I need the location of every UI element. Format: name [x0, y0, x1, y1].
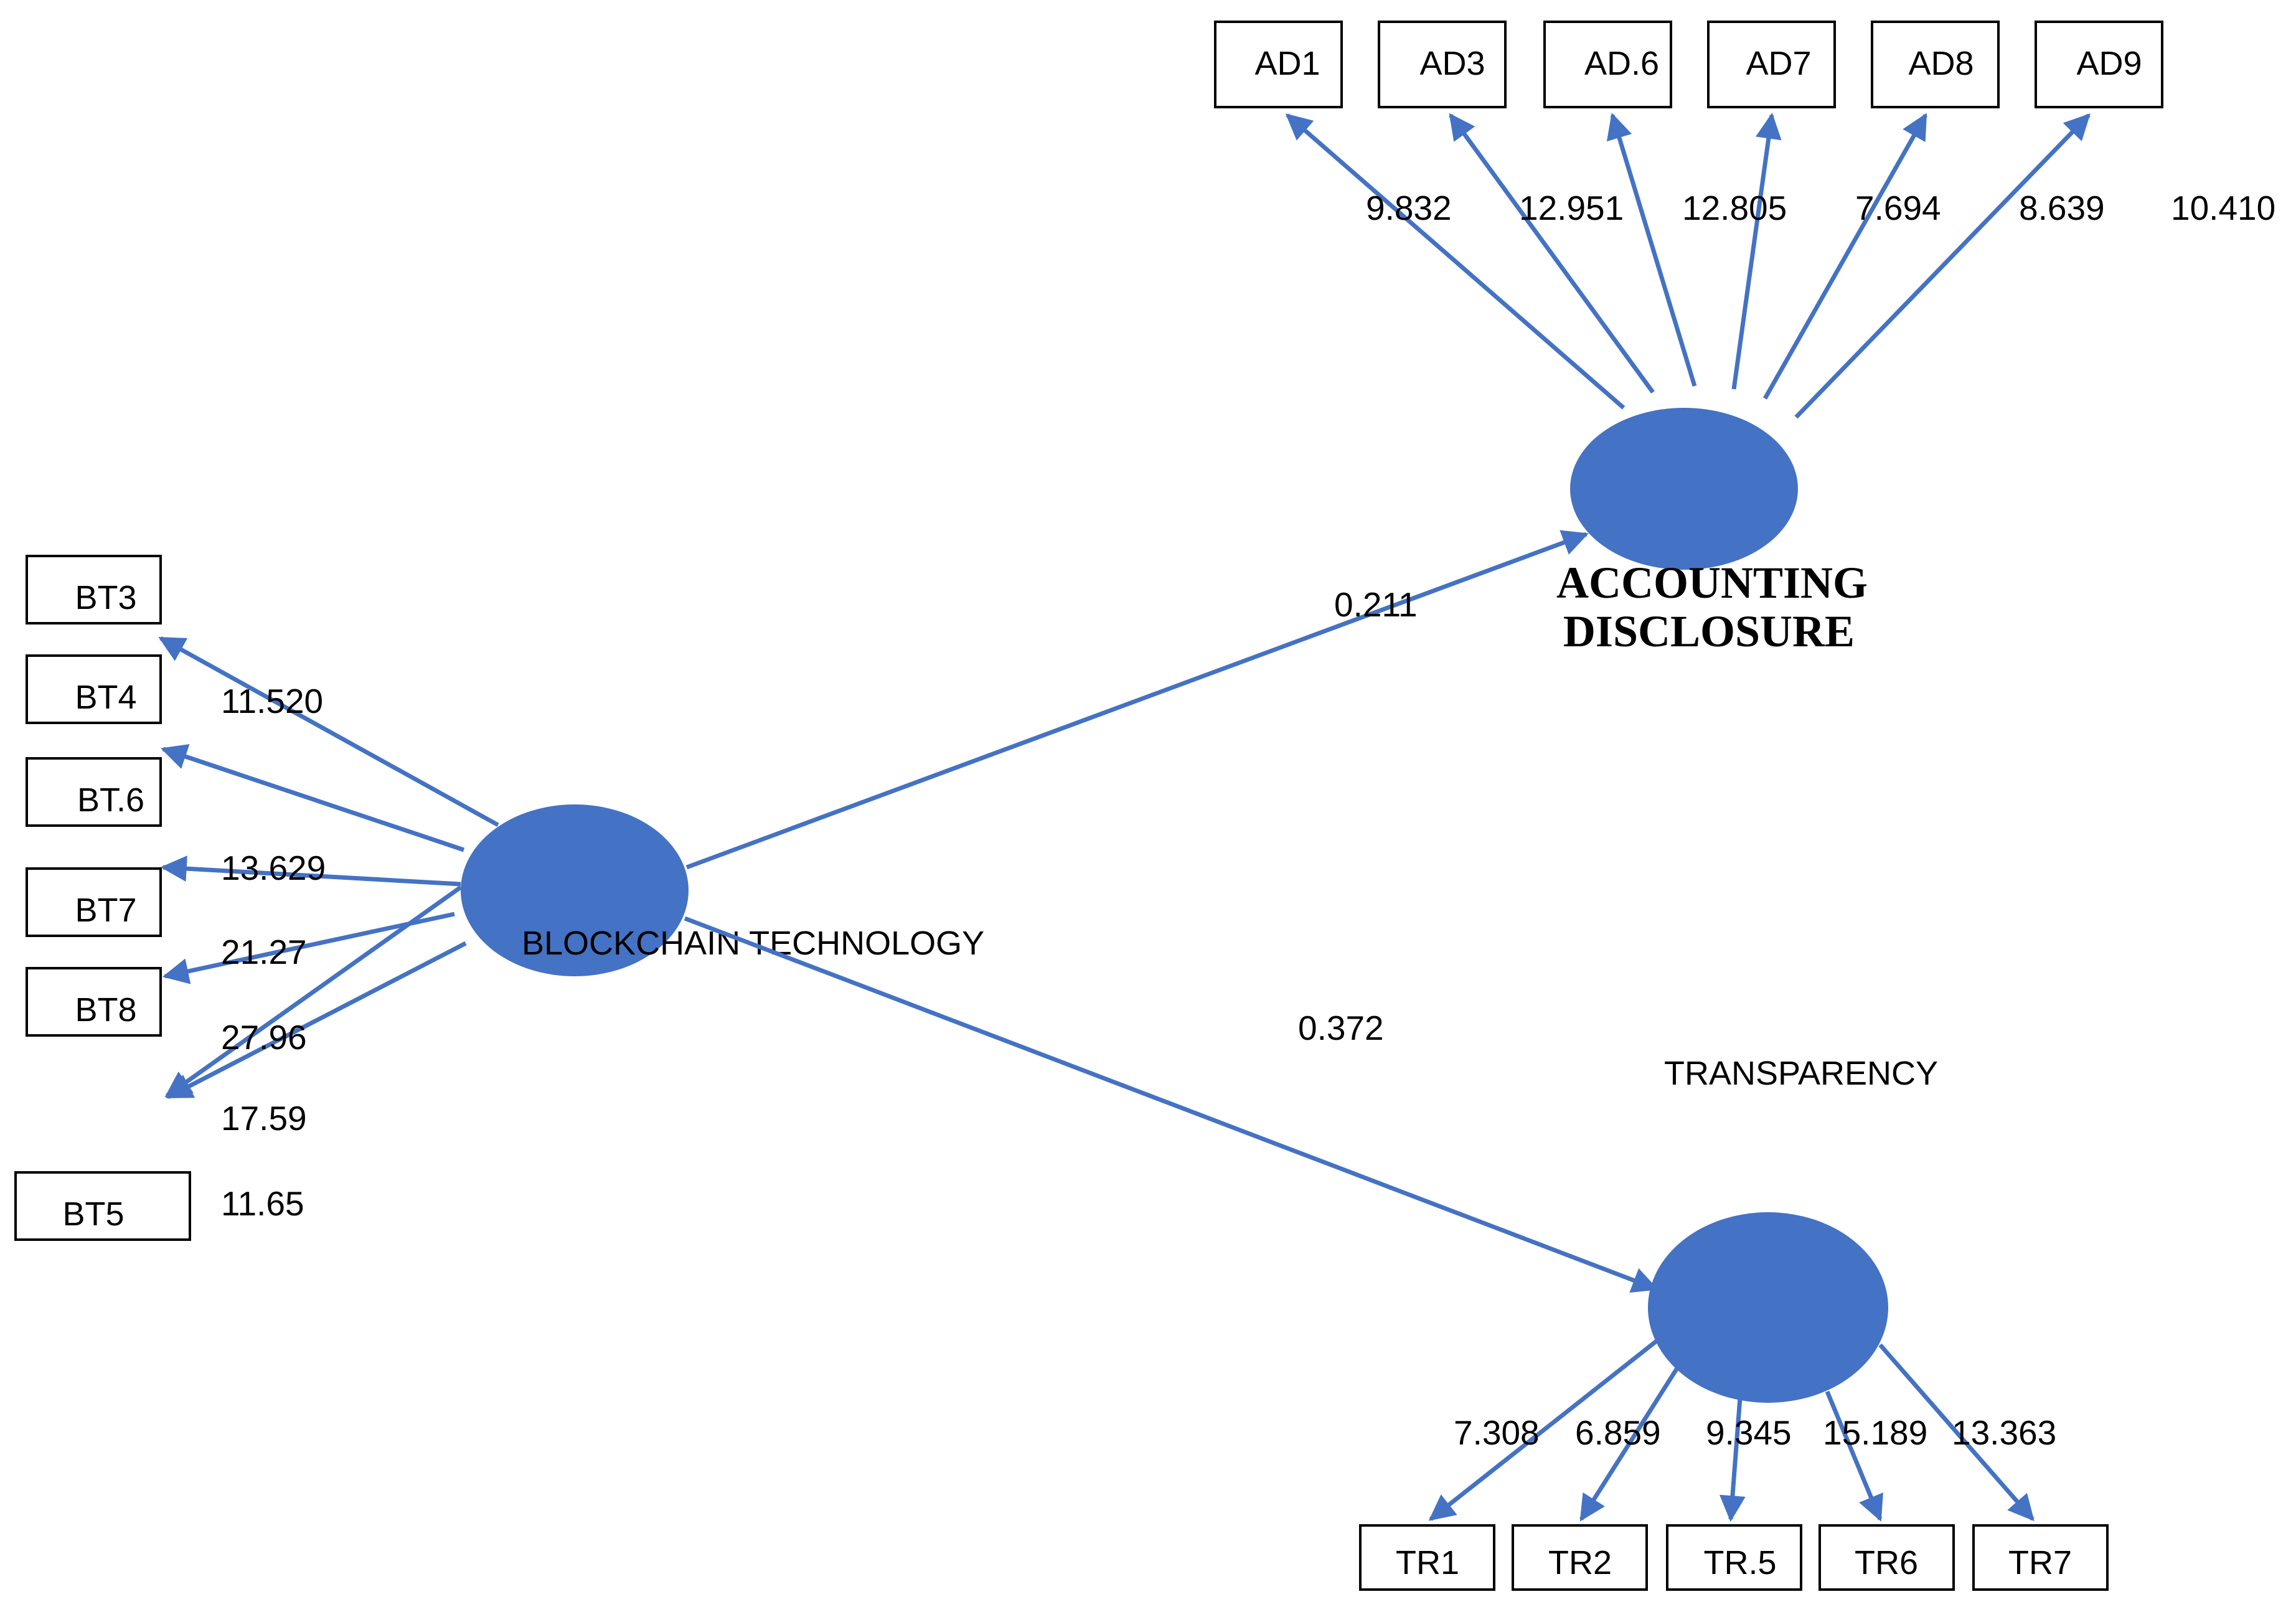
- arrow-ad-ad8: [1762, 113, 1928, 400]
- tr-loadings: 7.308 6.859 9.345 15.189 13.363: [1454, 1413, 2056, 1452]
- indicator-label-ad1: AD1: [1254, 45, 1320, 82]
- ad-indicator-labels: AD1 AD3 AD.6 AD7 AD8 AD9: [1254, 45, 2142, 82]
- indicator-label-ad3: AD3: [1419, 45, 1485, 82]
- loading-tr2: 6.859: [1575, 1413, 1661, 1452]
- tr-loading-arrows: [1428, 1315, 2035, 1522]
- indicator-label-ad6: AD.6: [1584, 45, 1659, 82]
- indicator-label-bt8: BT8: [75, 991, 136, 1029]
- indicator-box-bt8: [26, 967, 162, 1037]
- indicator-box-bt5: [14, 1171, 191, 1241]
- latent-transparency: [1648, 1212, 1888, 1403]
- indicator-box-bt3: [26, 555, 162, 624]
- loading-bt3: 11.520: [221, 682, 323, 720]
- arrow-ad-ad9: [1794, 113, 2091, 419]
- arrow-tr-tr2: [1579, 1356, 1686, 1522]
- latent-label-accounting-line2: DISCLOSURE: [1563, 606, 1855, 656]
- arrow-ad-ad7: [1731, 112, 1782, 390]
- bt-loadings: 11.520 13.629 21.27 27.96 17.59 11.65: [221, 682, 326, 1223]
- loading-tr6: 15.189: [1823, 1413, 1927, 1452]
- tr-indicator-labels: TR1 TR2 TR.5 TR6 TR7: [1396, 1544, 2072, 1581]
- indicator-box-ad3: [1378, 21, 1507, 108]
- arrow-bt-bt4: [161, 744, 465, 852]
- loading-ad7: 7.694: [1855, 189, 1941, 227]
- indicator-box-tr2: [1512, 1524, 1648, 1591]
- path-bt-to-tr: [684, 916, 1658, 1293]
- loading-bt4: 13.629: [221, 849, 326, 887]
- arrow-bt-bt5a: [164, 885, 463, 1098]
- arrow-tr-tr7: [1878, 1343, 2035, 1522]
- indicator-box-bt6: [26, 757, 162, 827]
- path-bt-to-ad: [685, 530, 1589, 870]
- loading-bt5a: 17.59: [221, 1099, 307, 1138]
- indicator-label-bt6: BT.6: [77, 781, 144, 819]
- bt-indicator-boxes: [14, 555, 191, 1241]
- arrow-bt-bt3: [158, 636, 499, 827]
- arrow-ad-ad1: [1285, 113, 1626, 410]
- loading-ad1: 9.832: [1366, 189, 1452, 227]
- latent-accounting-disclosure: [1570, 408, 1798, 570]
- arrow-tr-tr5: [1719, 1397, 1746, 1522]
- indicator-box-bt4: [26, 654, 162, 724]
- arrow-bt-bt5b: [166, 941, 467, 1100]
- latent-blockchain-technology: [461, 804, 689, 976]
- indicator-label-bt5: BT5: [62, 1195, 124, 1233]
- indicator-label-bt7: BT7: [75, 892, 136, 929]
- indicator-label-tr1: TR1: [1396, 1544, 1459, 1581]
- path-coef-bt-ad: 0.211: [1334, 585, 1418, 624]
- loading-tr7: 13.363: [1952, 1413, 2056, 1452]
- ad-indicator-boxes: [1214, 21, 2163, 108]
- indicator-box-ad9: [2035, 21, 2163, 108]
- ad-loadings: 9.832 12.951 12.805 7.694 8.639 10.410: [1366, 189, 2275, 227]
- loading-ad9: 10.410: [2171, 189, 2275, 227]
- arrow-tr-tr6: [1825, 1390, 1883, 1522]
- indicator-box-ad6: [1543, 21, 1672, 108]
- indicator-label-bt4: BT4: [75, 679, 136, 716]
- tr-indicator-boxes: [1359, 1524, 2109, 1591]
- indicator-box-tr1: [1359, 1524, 1495, 1591]
- loading-ad3: 12.951: [1519, 189, 1624, 227]
- arrow-bt-bt7: [160, 855, 461, 887]
- latent-label-accounting-line1: ACCOUNTING: [1556, 558, 1868, 608]
- bt-indicator-labels: BT3 BT4 BT.6 BT7 BT8 BT5: [62, 579, 144, 1233]
- indicator-box-tr7: [1972, 1524, 2109, 1591]
- latent-label-transparency: TRANSPARENCY: [1664, 1055, 1938, 1092]
- indicator-label-tr6: TR6: [1855, 1544, 1918, 1581]
- indicator-label-tr5: TR.5: [1703, 1544, 1776, 1581]
- loading-ad6: 12.805: [1682, 189, 1787, 227]
- indicator-label-ad7: AD7: [1746, 45, 1811, 82]
- indicator-box-tr6: [1818, 1524, 1955, 1591]
- loading-ad8: 8.639: [2019, 189, 2105, 227]
- loading-tr1: 7.308: [1454, 1413, 1540, 1452]
- loading-bt8: 27.96: [221, 1018, 307, 1057]
- structural-paths: [684, 530, 1658, 1293]
- loading-bt5b: 11.65: [221, 1184, 304, 1223]
- ad-loading-arrows: [1285, 112, 2091, 419]
- indicator-box-ad7: [1707, 21, 1836, 108]
- indicator-label-ad8: AD8: [1908, 45, 1974, 82]
- arrow-ad-ad3: [1449, 113, 1655, 394]
- indicator-label-ad9: AD9: [2076, 45, 2142, 82]
- bt-loading-arrows: [158, 636, 499, 1100]
- indicator-label-tr7: TR7: [2008, 1544, 2072, 1581]
- indicator-box-ad8: [1871, 21, 2000, 108]
- loading-tr5: 9.345: [1706, 1413, 1792, 1452]
- loading-bt7: 21.27: [221, 933, 307, 971]
- arrow-ad-ad6: [1606, 112, 1697, 387]
- indicator-label-bt3: BT3: [75, 579, 136, 616]
- indicator-label-tr2: TR2: [1548, 1544, 1612, 1581]
- indicator-box-ad1: [1214, 21, 1343, 108]
- indicator-box-bt7: [26, 867, 162, 937]
- indicator-box-tr5: [1666, 1524, 1802, 1591]
- arrow-tr-tr1: [1428, 1315, 1689, 1521]
- path-coef-bt-tr: 0.372: [1298, 1009, 1384, 1047]
